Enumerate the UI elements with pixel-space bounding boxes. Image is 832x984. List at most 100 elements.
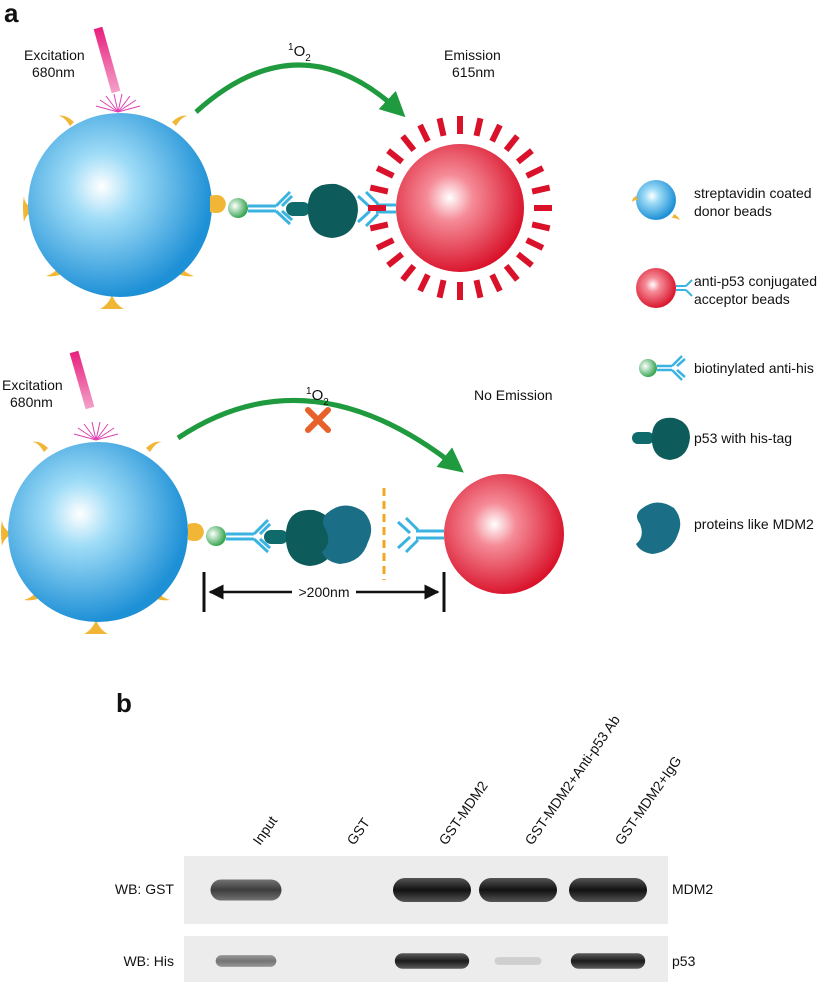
emission-ray: [369, 184, 389, 195]
legend-label: biotinylated anti-his: [694, 360, 814, 376]
blot-left-label: WB: GST: [115, 881, 175, 897]
lane-labels: Input GST GST-MDM2 GST-MDM2+Anti-p53 AbGST-…: [249, 712, 684, 848]
legend-item-donor-bead: streptavidin coated donor beads: [632, 180, 812, 220]
emission-ray: [473, 117, 484, 137]
acceptor-bead: [444, 474, 564, 594]
blot-band: [215, 955, 277, 967]
emission-ray: [515, 251, 534, 268]
anti-his-antibody: [248, 190, 294, 226]
bands: [210, 878, 647, 902]
biotinylated-antibody-icon: [639, 359, 657, 377]
emission-ray: [531, 221, 551, 232]
singlet-oxygen-arrow: [194, 62, 406, 118]
top-scheme: Excitation 680nm: [23, 26, 552, 309]
emission-ray: [417, 123, 431, 143]
donor-bead: [1, 441, 204, 634]
mdm2-protein: [322, 505, 372, 564]
emission-ray: [525, 237, 545, 251]
blot-band: [210, 879, 282, 901]
legend-item-mdm2: proteins like MDM2: [636, 502, 814, 554]
excitation-label-line1: Excitation: [2, 377, 63, 393]
legend-label: p53 with his-tag: [694, 430, 792, 446]
bottom-complex: [206, 488, 444, 580]
legend: streptavidin coated donor beads anti-p53…: [632, 180, 817, 554]
blot-band: [569, 878, 647, 902]
singlet-oxygen-label: 1O2: [306, 386, 329, 408]
lane-label: GST-MDM2+IgG: [611, 753, 684, 848]
legend-label: acceptor beads: [694, 291, 790, 307]
distance-label: >200nm: [299, 584, 350, 600]
no-emission-label: No Emission: [474, 387, 553, 403]
top-complex: [228, 183, 396, 238]
acceptor-bead-icon: [636, 268, 676, 308]
blot-his: WB: His p53: [123, 936, 696, 982]
emission-ray: [400, 134, 417, 153]
legend-label: proteins like MDM2: [694, 516, 814, 532]
emission-ray: [515, 148, 534, 165]
his-tag-icon: [632, 432, 654, 444]
singlet-oxygen-label: 1O2: [288, 42, 311, 64]
emission-ray: [531, 184, 551, 195]
legend-label: donor beads: [694, 203, 772, 219]
biotin: [206, 526, 226, 546]
excitation-label-line1: Excitation: [24, 47, 85, 63]
emission-ray: [417, 273, 431, 293]
emission-ray: [386, 148, 405, 165]
emission-ray: [503, 134, 520, 153]
block-x-icon: [305, 407, 331, 433]
blot-band: [570, 953, 646, 969]
emission-ray: [375, 237, 395, 251]
emission-ray: [503, 263, 520, 282]
legend-item-biotinylated-anti-his: biotinylated anti-his: [639, 355, 814, 381]
emission-ray: [489, 273, 503, 293]
blot-right-label: MDM2: [672, 881, 713, 897]
donor-bead-icon: [636, 180, 676, 220]
excitation-burst: [73, 421, 119, 441]
excitation-laser: [69, 350, 95, 410]
emission-ray: [489, 123, 503, 143]
excitation-label-line2: 680nm: [10, 394, 53, 410]
blot-left-label: WB: His: [123, 953, 174, 969]
emission-ray: [386, 251, 405, 268]
emission-rays: [368, 116, 552, 300]
legend-label: streptavidin coated: [694, 185, 812, 201]
biotin: [228, 198, 248, 218]
lane-label: GST-MDM2+Anti-p53 Ab: [521, 712, 623, 848]
excitation-burst: [95, 93, 141, 113]
blot-right-label: p53: [672, 953, 696, 969]
acceptor-bead-emitting: [368, 116, 552, 300]
emission-ray: [400, 263, 417, 282]
anti-p53-antibody: [396, 516, 444, 554]
legend-item-p53: p53 with his-tag: [632, 417, 792, 460]
panel-a-label: a: [4, 0, 19, 28]
blot-band: [394, 953, 470, 969]
emission-ray: [525, 165, 545, 179]
blot-band: [494, 957, 542, 965]
p53-protein-icon: [651, 417, 690, 460]
emission-label-line2: 615nm: [452, 64, 495, 80]
emission-label-line1: Emission: [444, 47, 501, 63]
lane-label: Input: [249, 813, 280, 848]
lane-label: GST-MDM2: [435, 778, 491, 848]
legend-label: anti-p53 conjugated: [694, 273, 817, 289]
p53-protein: [307, 183, 358, 238]
emission-ray: [473, 279, 484, 299]
his-tag: [286, 202, 310, 216]
donor-bead: [23, 113, 226, 309]
blot-band: [393, 878, 471, 902]
legend-item-acceptor-bead: anti-p53 conjugated acceptor beads: [636, 268, 817, 308]
blot-gst: WB: GST MDM2: [115, 856, 713, 924]
excitation-laser: [93, 26, 121, 94]
emission-ray: [369, 221, 389, 232]
emission-ray: [375, 165, 395, 179]
lane-label: GST: [343, 815, 373, 848]
anti-his-antibody: [226, 518, 272, 554]
panel-b-label: b: [116, 688, 132, 718]
emission-ray: [436, 117, 447, 137]
singlet-oxygen-arrow: [176, 397, 464, 473]
blot-band: [479, 878, 557, 902]
excitation-label-line2: 680nm: [32, 64, 75, 80]
mdm2-protein-icon: [636, 502, 681, 554]
bottom-scheme: Excitation 680nm: [1, 350, 564, 634]
